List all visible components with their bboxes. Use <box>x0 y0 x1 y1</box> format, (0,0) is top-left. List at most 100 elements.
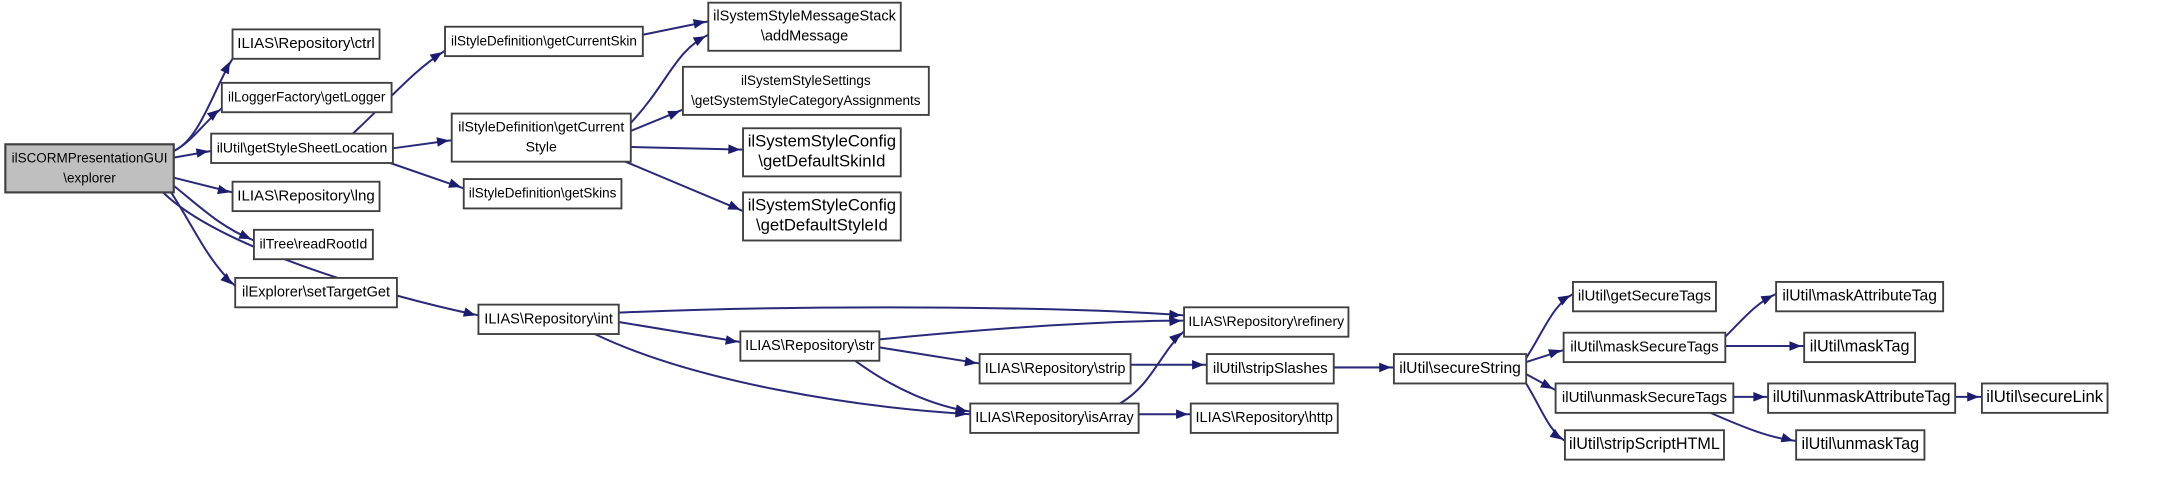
node-label: ilUtil\maskSecureTags <box>1570 338 1718 355</box>
graph-node-catAssign[interactable]: ilSystemStyleSettings\getSystemStyleCate… <box>681 65 930 116</box>
arrow-head-icon <box>1540 378 1553 389</box>
graph-node-addMessage[interactable]: ilSystemStyleMessageStack\addMessage <box>707 1 902 52</box>
node-box <box>1554 382 1735 414</box>
edge-secureString-to-unmaskSecureTags <box>1525 373 1557 392</box>
graph-node-lng[interactable]: ILIAS\Repository\lng <box>231 180 381 213</box>
edge-getCurrentStyle-to-defSkinId <box>630 144 744 155</box>
arrow-head-icon <box>1169 309 1182 320</box>
edge-getCurrentSkin-to-addMessage <box>642 19 709 36</box>
node-box <box>978 353 1132 385</box>
node-label: ilUtil\unmaskAttributeTag <box>1773 388 1951 406</box>
graph-node-isArray[interactable]: ILIAS\Repository\isArray <box>969 402 1140 434</box>
graph-node-unmaskAttrTag[interactable]: ilUtil\unmaskAttributeTag <box>1767 382 1957 414</box>
graph-node-stripScriptHTML[interactable]: ilUtil\stripScriptHTML <box>1564 429 1725 461</box>
edge-secureString-to-maskSecureTags <box>1525 349 1564 364</box>
graph-node-unmaskTag[interactable]: ilUtil\unmaskTag <box>1795 429 1926 461</box>
edge-int-to-refinery <box>618 306 1185 320</box>
graph-node-setTargetGet[interactable]: ilExplorer\setTargetGet <box>234 276 398 309</box>
arrow-head-icon <box>1379 362 1392 373</box>
edge-str-to-isArray <box>854 359 971 414</box>
graph-node-maskTag[interactable]: ilUtil\maskTag <box>1803 331 1917 364</box>
arrow-head-icon <box>1176 409 1189 420</box>
node-label: ilUtil\maskTag <box>1810 338 1910 356</box>
node-box <box>462 178 623 210</box>
arrow-head-icon <box>1967 392 1980 402</box>
graph-node-maskAttributeTag[interactable]: ilUtil\maskAttributeTag <box>1775 280 1945 313</box>
edge-isArray-to-refinery <box>1119 330 1185 405</box>
edge-root-to-setTargetGet <box>170 191 236 287</box>
node-box <box>4 143 175 194</box>
node-box <box>477 303 620 335</box>
edge-isArray-to-http <box>1138 409 1191 420</box>
edge-unmaskSecureTags-to-unmaskTag <box>1710 411 1797 443</box>
edge-getStyleSheet-to-getSkins <box>389 162 465 190</box>
arrow-head-icon <box>1169 332 1182 345</box>
graph-node-getSecureTags[interactable]: ilUtil\getSecureTags <box>1572 280 1717 313</box>
node-box <box>1980 382 2109 414</box>
edges-layer <box>162 19 1982 443</box>
graph-node-str[interactable]: ILIAS\Repository\str <box>739 330 881 362</box>
node-label: ilUtil\secureString <box>1399 360 1521 377</box>
graph-node-secureLink[interactable]: ilUtil\secureLink <box>1980 382 2109 414</box>
arrow-head-icon <box>727 200 741 210</box>
node-box <box>1392 353 1528 385</box>
edge-root-to-getLogger <box>173 107 223 152</box>
node-label: ilSystemStyleSettings\getSystemStyleCate… <box>691 72 921 107</box>
node-label: ILIAS\Repository\http <box>1196 410 1333 426</box>
node-box <box>1183 306 1350 338</box>
graph-node-getCurrentSkin[interactable]: ilStyleDefinition\getCurrentSkin <box>444 25 644 58</box>
graph-node-getLogger[interactable]: ilLoggerFactory\getLogger <box>220 81 393 114</box>
graph-node-http[interactable]: ILIAS\Repository\http <box>1189 402 1339 434</box>
graph-node-maskSecureTags[interactable]: ilUtil\maskSecureTags <box>1562 331 1727 364</box>
graph-node-secureString[interactable]: ilUtil\secureString <box>1392 353 1528 385</box>
node-label: ilExplorer\setTargetGet <box>242 284 390 300</box>
node-label: ILIAS\Repository\int <box>484 311 613 327</box>
node-label: ILIAS\Repository\str <box>745 338 875 354</box>
node-label: ILIAS\Repository\strip <box>985 361 1126 377</box>
node-box <box>1572 280 1717 313</box>
edge-root-to-int <box>162 191 479 317</box>
arrow-head-icon <box>725 335 738 345</box>
graph-node-root[interactable]: ilSCORMPresentationGUI\explorer <box>4 143 175 194</box>
node-box <box>450 112 632 163</box>
node-label: ilStyleDefinition\getCurrentSkin <box>451 33 637 48</box>
node-label: ilUtil\secureLink <box>1986 388 2104 407</box>
arrow-head-icon <box>1192 359 1205 370</box>
graph-node-defStyleId[interactable]: ilSystemStyleConfig\getDefaultStyleId <box>742 191 902 242</box>
arrow-head-icon <box>1780 432 1794 443</box>
graph-node-unmaskSecureTags[interactable]: ilUtil\unmaskSecureTags <box>1554 382 1735 414</box>
arrow-head-icon <box>728 144 741 155</box>
edge-secureString-to-getSecureTags <box>1525 293 1574 359</box>
edge-secureString-to-stripScriptHTML <box>1522 378 1566 442</box>
graph-node-getSkins[interactable]: ilStyleDefinition\getSkins <box>462 178 623 210</box>
arrow-head-icon <box>667 110 681 120</box>
graph-node-readRootId[interactable]: ilTree\readRootId <box>252 228 374 261</box>
node-box <box>1205 353 1335 385</box>
edge-stripSlashes-to-secureString <box>1333 362 1394 373</box>
graph-node-stripSlashes[interactable]: ilUtil\stripSlashes <box>1205 353 1335 385</box>
arrow-head-icon <box>954 404 968 414</box>
node-box <box>1767 382 1957 414</box>
node-box <box>739 330 881 362</box>
node-box <box>444 25 644 58</box>
graph-node-strip[interactable]: ILIAS\Repository\strip <box>978 353 1132 385</box>
node-label: ILIAS\Repository\refinery <box>1188 313 1344 329</box>
node-label: ilUtil\getStyleSheetLocation <box>217 139 388 155</box>
graph-node-refinery[interactable]: ILIAS\Repository\refinery <box>1183 306 1350 338</box>
graph-node-getStyleSheet[interactable]: ilUtil\getStyleSheetLocation <box>210 132 394 164</box>
arrow-head-icon <box>1789 341 1802 351</box>
graph-node-ctrl[interactable]: ILIAS\Repository\ctrl <box>231 28 381 60</box>
arrow-head-icon <box>692 19 706 29</box>
edge-getCurrentStyle-to-addMessage <box>630 33 709 124</box>
node-box <box>969 402 1140 434</box>
node-box <box>231 28 381 60</box>
node-label: ilUtil\stripScriptHTML <box>1569 435 1720 453</box>
node-label: ilSystemStyleConfig\getDefaultStyleId <box>748 196 896 235</box>
graph-node-defSkinId[interactable]: ilSystemStyleConfig\getDefaultSkinId <box>742 127 902 178</box>
node-box <box>742 127 902 178</box>
edge-maskSecureTags-to-maskTag <box>1725 341 1805 351</box>
graph-node-int[interactable]: ILIAS\Repository\int <box>477 303 620 335</box>
arrow-head-icon <box>1760 295 1774 305</box>
